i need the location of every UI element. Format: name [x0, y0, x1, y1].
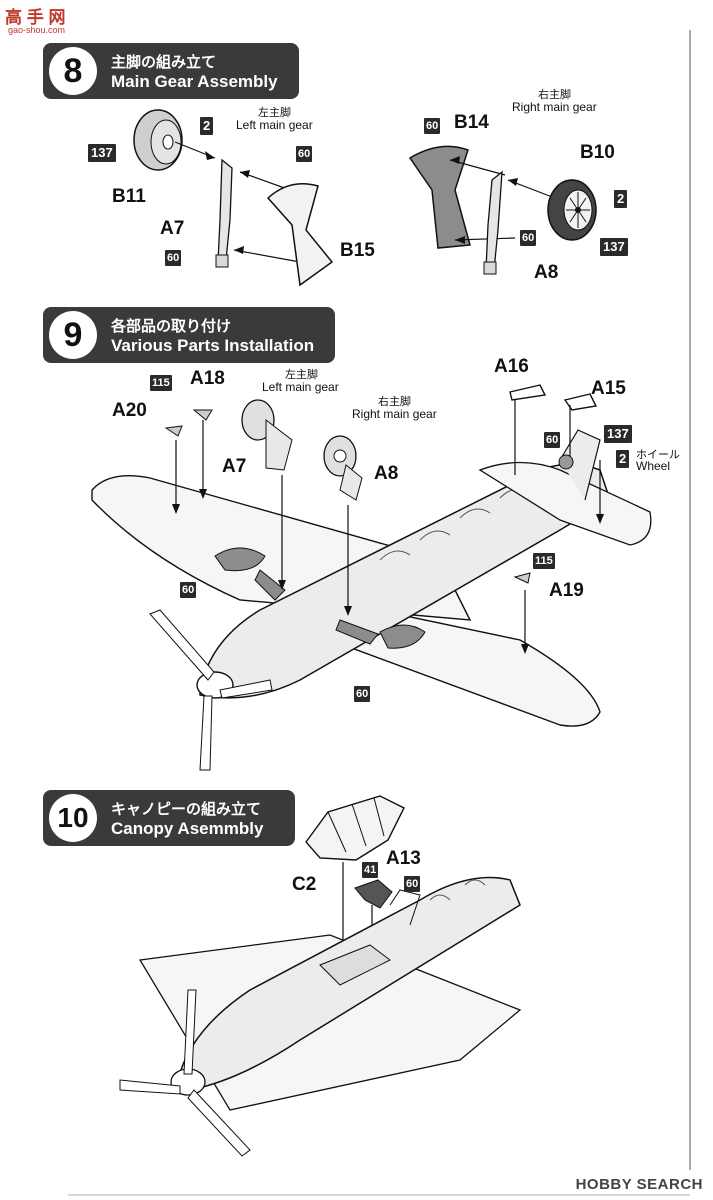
part-a20: A20 [112, 400, 147, 421]
watermark-url: gao-shou.com [8, 25, 66, 35]
right-gear-label-en: Right main gear [512, 100, 597, 114]
step-number: 10 [49, 794, 97, 842]
step-title-en: Various Parts Installation [111, 336, 315, 355]
part-a7: A7 [222, 456, 247, 477]
color-chip-137: 137 [600, 238, 628, 256]
step-title-jp: 主脚の組み立て [111, 54, 217, 71]
wheel-label-jp: ホイール [636, 449, 680, 461]
step-8-banner: 8 主脚の組み立て Main Gear Assembly [43, 43, 299, 99]
watermark-logo: 高 手 网 [5, 8, 66, 27]
step-8-drawing [133, 109, 597, 287]
part-a19: A19 [549, 580, 584, 601]
color-chip-2: 2 [616, 450, 630, 468]
left-gear-label-jp: 左主脚 [285, 369, 318, 381]
color-chip-137: 137 [604, 425, 632, 443]
color-chip-60: 60 [354, 686, 371, 702]
left-gear-label-jp: 左主脚 [258, 107, 291, 119]
wheel-label-en: Wheel [636, 459, 671, 473]
part-a7: A7 [160, 218, 185, 239]
brand-logo: HOBBY SEARCH [575, 1176, 703, 1193]
left-gear-label-en: Left main gear [236, 118, 313, 132]
part-b11: B11 [112, 186, 146, 207]
step-9-drawing [91, 384, 652, 771]
color-chip-60: 60 [424, 118, 441, 134]
color-chip-60: 60 [165, 250, 182, 266]
part-a13: A13 [386, 848, 421, 869]
color-chip-60: 60 [404, 876, 421, 892]
color-chip-2: 2 [200, 117, 214, 135]
part-c2: C2 [292, 874, 317, 895]
color-chip-115: 115 [533, 553, 555, 569]
part-a18: A18 [190, 368, 225, 389]
color-chip-60: 60 [520, 230, 537, 246]
part-b10: B10 [580, 142, 615, 163]
part-b14: B14 [454, 112, 489, 133]
part-a15: A15 [591, 378, 626, 399]
step-10-banner: 10 キャノピーの組み立て Canopy Asemmbly [43, 790, 295, 846]
right-gear-label-jp: 右主脚 [538, 89, 571, 101]
step-9-banner: 9 各部品の取り付け Various Parts Installation [43, 307, 335, 363]
step-number: 8 [49, 47, 97, 95]
part-b15: B15 [340, 240, 375, 261]
part-a8: A8 [374, 463, 399, 484]
step-title-jp: 各部品の取り付け [111, 318, 232, 335]
left-gear-label-en: Left main gear [262, 380, 339, 394]
color-chip-137: 137 [88, 144, 116, 162]
step-number: 9 [49, 311, 97, 359]
right-gear-label-en: Right main gear [352, 407, 437, 421]
color-chip-41: 41 [362, 862, 379, 878]
part-a8: A8 [534, 262, 559, 283]
color-chip-115: 115 [150, 375, 172, 391]
right-gear-label-jp: 右主脚 [378, 396, 411, 408]
color-chip-60: 60 [544, 432, 561, 448]
color-chip-60: 60 [180, 582, 197, 598]
color-chip-2: 2 [614, 190, 628, 208]
part-a16: A16 [494, 356, 529, 377]
color-chip-60: 60 [296, 146, 313, 162]
step-title-en: Main Gear Assembly [111, 72, 278, 91]
step-title-en: Canopy Asemmbly [111, 819, 264, 838]
step-title-jp: キャノピーの組み立て [111, 801, 262, 818]
